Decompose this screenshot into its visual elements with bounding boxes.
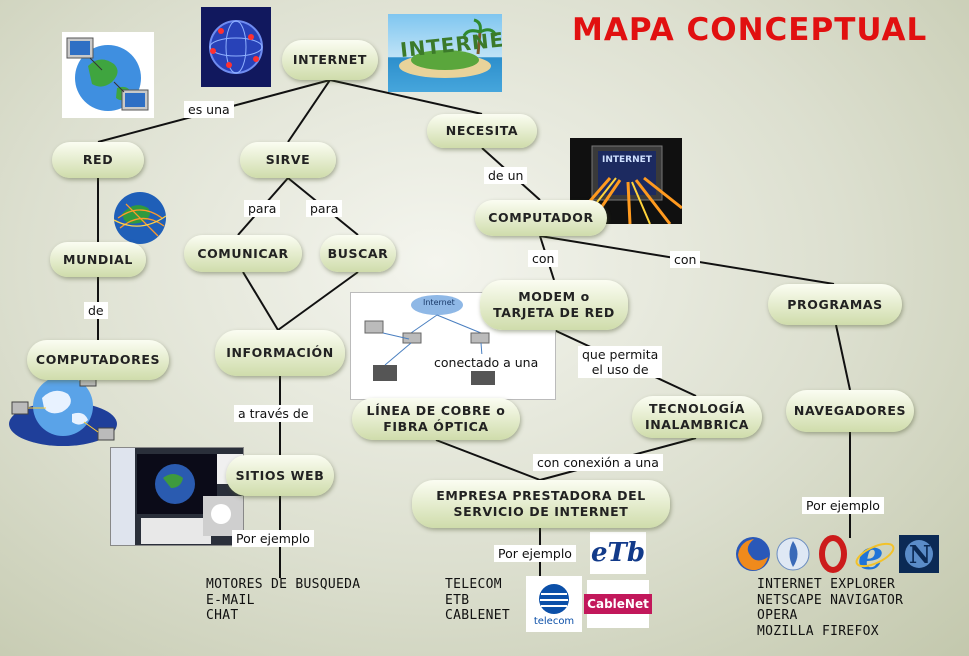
cloud-internet-text: Internet	[423, 298, 455, 307]
node-linea: LÍNEA DE COBRE o FIBRA ÓPTICA	[352, 398, 520, 440]
link-de: de	[84, 302, 108, 319]
edge-internet-necesita	[329, 79, 483, 115]
node-programas: PROGRAMAS	[768, 284, 902, 325]
link-por-ejemplo-empresa: Por ejemplo	[494, 545, 576, 562]
link-con-programas: con	[670, 251, 701, 268]
link-por-ejemplo-navegadores: Por ejemplo	[802, 497, 884, 514]
list-item: ETB	[445, 592, 470, 608]
list-item: E-MAIL	[206, 592, 255, 608]
link-por-ejemplo-sitios: Por ejemplo	[232, 530, 314, 547]
link-conectado-a-una: conectado a una	[430, 354, 543, 371]
node-empresa: EMPRESA PRESTADORA DEL SERVICIO DE INTER…	[412, 480, 670, 528]
small-globe-picture	[112, 190, 168, 246]
link-que-permita: que permita el uso de	[578, 346, 663, 378]
telecom-logo: telecom	[526, 576, 582, 632]
telecom-logo-text: telecom	[533, 615, 575, 627]
edge-programas-navegadores	[835, 324, 851, 391]
node-modem: MODEM o TARJETA DE RED	[480, 280, 628, 330]
node-informacion: INFORMACIÓN	[215, 330, 345, 376]
list-item: MOTORES DE BUSQUEDA	[206, 577, 361, 592]
node-necesita: NECESITA	[427, 114, 537, 148]
page-title: MAPA CONCEPTUAL	[572, 12, 928, 48]
node-red: RED	[52, 142, 144, 178]
world-network-picture	[6, 368, 120, 454]
link-a-traves-de: a través de	[234, 405, 313, 422]
node-comunicar: COMUNICAR	[184, 235, 302, 272]
list-sitios-examples: MOTORES DE BUSQUEDA E-MAIL CHAT	[206, 577, 360, 624]
node-sirve: SIRVE	[240, 142, 336, 178]
list-item: INTERNET EXPLORER	[757, 577, 896, 592]
list-navegadores-examples: INTERNET EXPLORER NETSCAPE NAVIGATOR OPE…	[757, 577, 903, 639]
network-globe-picture	[62, 32, 154, 118]
firefox-icon	[736, 537, 770, 571]
etb-logo: eTb	[590, 532, 646, 574]
link-de-un: de un	[484, 167, 528, 184]
netscape-navigator-icon: N	[899, 535, 939, 573]
node-sitios-web: SITIOS WEB	[226, 455, 334, 496]
globe-network-picture	[201, 7, 271, 87]
node-internet: INTERNET	[282, 40, 378, 80]
telecom-globe-icon	[539, 583, 569, 614]
cablenet-logo: CableNet	[584, 580, 652, 628]
opera-icon	[819, 535, 847, 573]
node-computador: COMPUTADOR	[475, 200, 607, 236]
list-item: OPERA	[757, 608, 798, 623]
monitor-screen-text: INTERNET	[602, 155, 652, 165]
node-buscar: BUSCAR	[320, 235, 396, 272]
node-navegadores: NAVEGADORES	[786, 390, 914, 432]
link-es-una: es una	[184, 101, 234, 118]
edge-linea-empresa	[435, 439, 541, 481]
desktop-screenshot-picture	[110, 447, 244, 546]
node-mundial: MUNDIAL	[50, 242, 146, 277]
list-item: CABLENET	[445, 608, 511, 623]
list-empresas-examples: TELECOM ETB CABLENET	[445, 577, 510, 624]
edge-buscar-informacion	[277, 271, 359, 331]
browser-icons-strip: e N	[734, 534, 944, 574]
etb-logo-text: eTb	[590, 538, 646, 568]
cablenet-logo-text: CableNet	[584, 594, 652, 614]
list-item: TELECOM	[445, 577, 502, 592]
link-con-conexion: con conexión a una	[533, 454, 663, 471]
link-para-buscar: para	[306, 200, 343, 217]
internet-explorer-icon: e	[855, 535, 895, 573]
list-item: CHAT	[206, 608, 239, 623]
node-computadores: COMPUTADORES	[27, 340, 169, 380]
node-tecnologia: TECNOLOGÍA INALAMBRICA	[632, 396, 762, 438]
link-con-modem: con	[528, 250, 559, 267]
internet-island-picture: INTERNET	[388, 14, 502, 92]
list-item: MOZILLA FIREFOX	[757, 623, 879, 639]
list-item: NETSCAPE NAVIGATOR	[757, 592, 904, 608]
link-para-comunicar: para	[244, 200, 281, 217]
netscape-icon	[776, 537, 810, 571]
svg-text:N: N	[909, 540, 931, 569]
edge-internet-sirve	[287, 79, 331, 143]
edge-comunicar-informacion	[242, 271, 279, 331]
